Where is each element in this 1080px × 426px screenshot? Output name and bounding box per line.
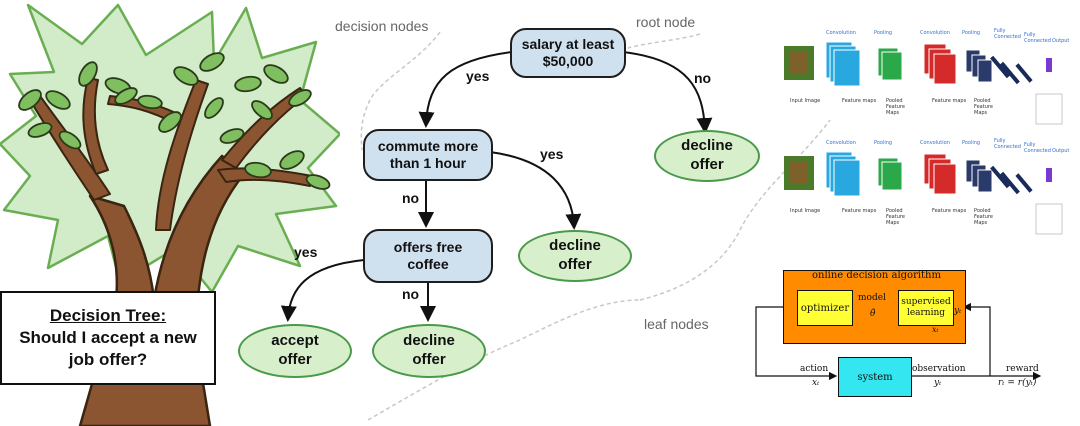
coffee-node-line1: offers free <box>393 238 463 255</box>
online-decision-algorithm-title: online decision algorithm <box>812 270 941 281</box>
edge-label-root-no: no <box>694 70 712 86</box>
cnn-bottom-label-2: Feature maps <box>842 98 877 104</box>
cnn-bottom-label-3: Pooled Feature Maps <box>886 208 905 226</box>
observation-label: observation <box>912 364 966 374</box>
edge-label-coffee-yes: yes <box>294 244 318 260</box>
coffee-node-line2: coffee <box>407 256 449 272</box>
observation-variable: yₜ <box>934 378 942 388</box>
leaf-nodes-annotation: leaf nodes <box>644 316 709 332</box>
cnn-bottom-label-5: Pooled Feature Maps <box>974 98 993 116</box>
cnn-stage-5: Fully Connected <box>994 138 1021 150</box>
tree-title-line3: job offer? <box>68 350 148 370</box>
edge-label-root-yes: yes <box>466 68 490 84</box>
decline3-line2: offer <box>412 351 446 368</box>
commute-node-line1: commute more <box>377 137 479 154</box>
tree-title-line1: Decision Tree: <box>49 305 167 325</box>
cnn-diagram-graphic <box>784 151 1063 235</box>
cnn-stage-3: Convolution <box>920 140 950 146</box>
tree-illustration <box>0 3 340 426</box>
cnn-bottom-label-4: Feature maps <box>932 98 967 104</box>
root-node-line2: $50,000 <box>542 53 594 69</box>
edge-label-commute-yes: yes <box>540 146 564 162</box>
optimizer-label: optimizer <box>800 302 850 314</box>
accept-line2: offer <box>278 351 312 368</box>
decline3-line1: decline <box>403 332 455 350</box>
decline2-line2: offer <box>558 256 592 273</box>
tree-title-line2: Should I accept a new <box>19 327 197 347</box>
commute-node-line2: than 1 hour <box>389 155 467 171</box>
cnn-bottom-label-5: Pooled Feature Maps <box>974 208 993 226</box>
cnn-stage-7: Output <box>1052 38 1070 44</box>
reward-label: reward <box>1006 364 1039 374</box>
action-label: action <box>800 364 829 374</box>
cnn-stage-7: Output <box>1052 148 1070 154</box>
cnn-stage-2: Pooling <box>874 140 893 146</box>
cnn-bottom-label-3: Pooled Feature Maps <box>886 98 905 116</box>
root-node: salary at least$50,000 <box>510 28 626 78</box>
system-box: system <box>838 357 912 397</box>
cnn-bottom-label-1: Input Image <box>790 208 821 214</box>
cnn-stage-6: Fully Connected <box>1024 32 1051 44</box>
cnn-stage-2: Pooling <box>874 30 893 36</box>
supervised-learning-box: supervised learning <box>898 290 954 326</box>
root-node-annotation: root node <box>636 14 696 30</box>
x-t-inner-label: xₜ <box>932 325 939 334</box>
cnn-diagram-bottom: Convolution Pooling Convolution Pooling … <box>782 134 1080 238</box>
optimizer-box: optimizer <box>797 290 853 326</box>
decline1-line1: decline <box>681 137 733 155</box>
y-t-inner-label: yₜ <box>954 306 962 316</box>
cnn-diagram-graphic <box>784 41 1063 125</box>
cnn-stage-3: Convolution <box>920 30 950 36</box>
cnn-stage-5: Fully Connected <box>994 28 1021 40</box>
theta-hat-label: θ̂ <box>870 309 876 319</box>
root-node-line1: salary at least <box>521 35 615 52</box>
reward-equation: rₜ = r(yₜ) <box>998 378 1037 388</box>
decline1-line2: offer <box>690 156 724 173</box>
edge-label-coffee-no: no <box>402 286 420 302</box>
action-variable: xₜ <box>812 378 820 388</box>
cnn-bottom-label-4: Feature maps <box>932 208 967 214</box>
tree-title-box: Decision Tree: Should I accept a new job… <box>0 291 216 385</box>
cnn-bottom-label-1: Input Image <box>790 98 821 104</box>
cnn-stage-4: Pooling <box>962 30 981 36</box>
decline2-line1: decline <box>549 237 601 255</box>
cnn-bottom-label-2: Feature maps <box>842 208 877 214</box>
accept-line1: accept <box>271 332 319 350</box>
system-label: system <box>857 371 893 383</box>
cnn-stage-6: Fully Connected <box>1024 142 1051 154</box>
cnn-stage-4: Pooling <box>962 140 981 146</box>
cnn-stage-1: Convolution <box>826 30 856 36</box>
edge-label-commute-no: no <box>402 190 420 206</box>
supervised-label-line2: learning <box>906 308 946 318</box>
cnn-diagram-top: Convolution Pooling Convolution Pooling … <box>782 24 1080 128</box>
decision-nodes-annotation: decision nodes <box>335 18 429 34</box>
model-label: model <box>858 293 886 303</box>
supervised-label-line1: supervised <box>901 297 951 308</box>
cnn-stage-1: Convolution <box>826 140 856 146</box>
